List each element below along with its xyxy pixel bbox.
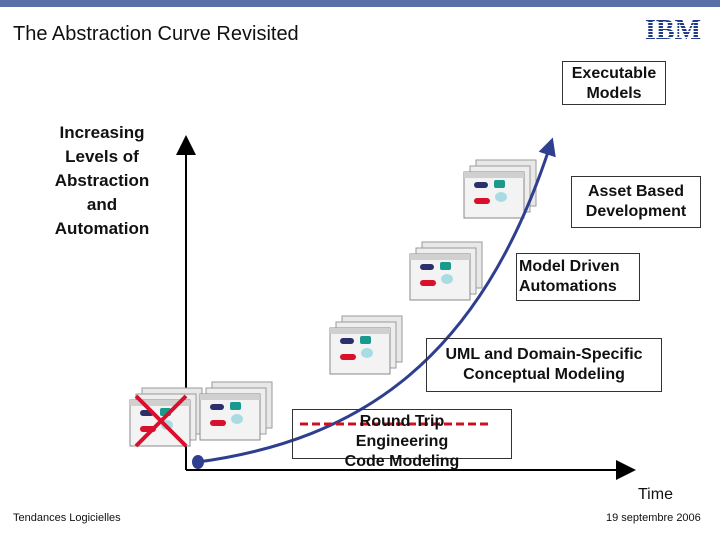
- curve-start-dot: [192, 455, 204, 469]
- model-icon-model-driven: [409, 241, 483, 301]
- slide-title: The Abstraction Curve Revisited: [13, 23, 299, 45]
- stage-round-trip-line1: Round Trip: [359, 413, 445, 430]
- footer-left: Tendances Logicielles: [13, 512, 121, 524]
- top-bar: [0, 0, 720, 7]
- stage-asset-line2: Development: [585, 203, 687, 220]
- ibm-logo: IBM: [645, 15, 701, 44]
- stage-model-driven: Model Driven Automations: [516, 253, 640, 301]
- x-axis-label: Time: [638, 486, 673, 503]
- stage-round-trip-line2: Engineering: [355, 433, 449, 450]
- stage-executable-models: Executable Models: [562, 61, 666, 105]
- stage-executable-line1: Executable: [571, 65, 657, 82]
- model-icon-round-trip: [199, 381, 273, 441]
- crossed-out-model-icon: [129, 387, 203, 448]
- stage-uml-line1: UML and Domain-Specific: [445, 346, 643, 363]
- footer-right: 19 septembre 2006: [606, 512, 701, 524]
- stage-uml-line2: Conceptual Modeling: [463, 366, 625, 383]
- stage-round-trip: Round Trip Engineering Code Modeling: [292, 409, 512, 470]
- stage-executable-line2: Models: [586, 85, 642, 102]
- abstraction-curve: [197, 137, 556, 464]
- stage-round-trip-line3: Code Modeling: [344, 453, 460, 470]
- stage-asset-line1: Asset Based: [587, 183, 685, 200]
- ibm-logo-text: IBM: [645, 15, 701, 44]
- stage-model-driven-line1: Model Driven: [519, 258, 620, 275]
- stage-asset-based: Asset Based Development: [571, 176, 701, 228]
- y-axis-label: Increasing Levels of Abstraction and Aut…: [54, 123, 150, 238]
- stage-uml: UML and Domain-Specific Conceptual Model…: [426, 338, 662, 392]
- stage-model-driven-line2: Automations: [519, 278, 617, 295]
- model-icon-uml: [329, 315, 403, 375]
